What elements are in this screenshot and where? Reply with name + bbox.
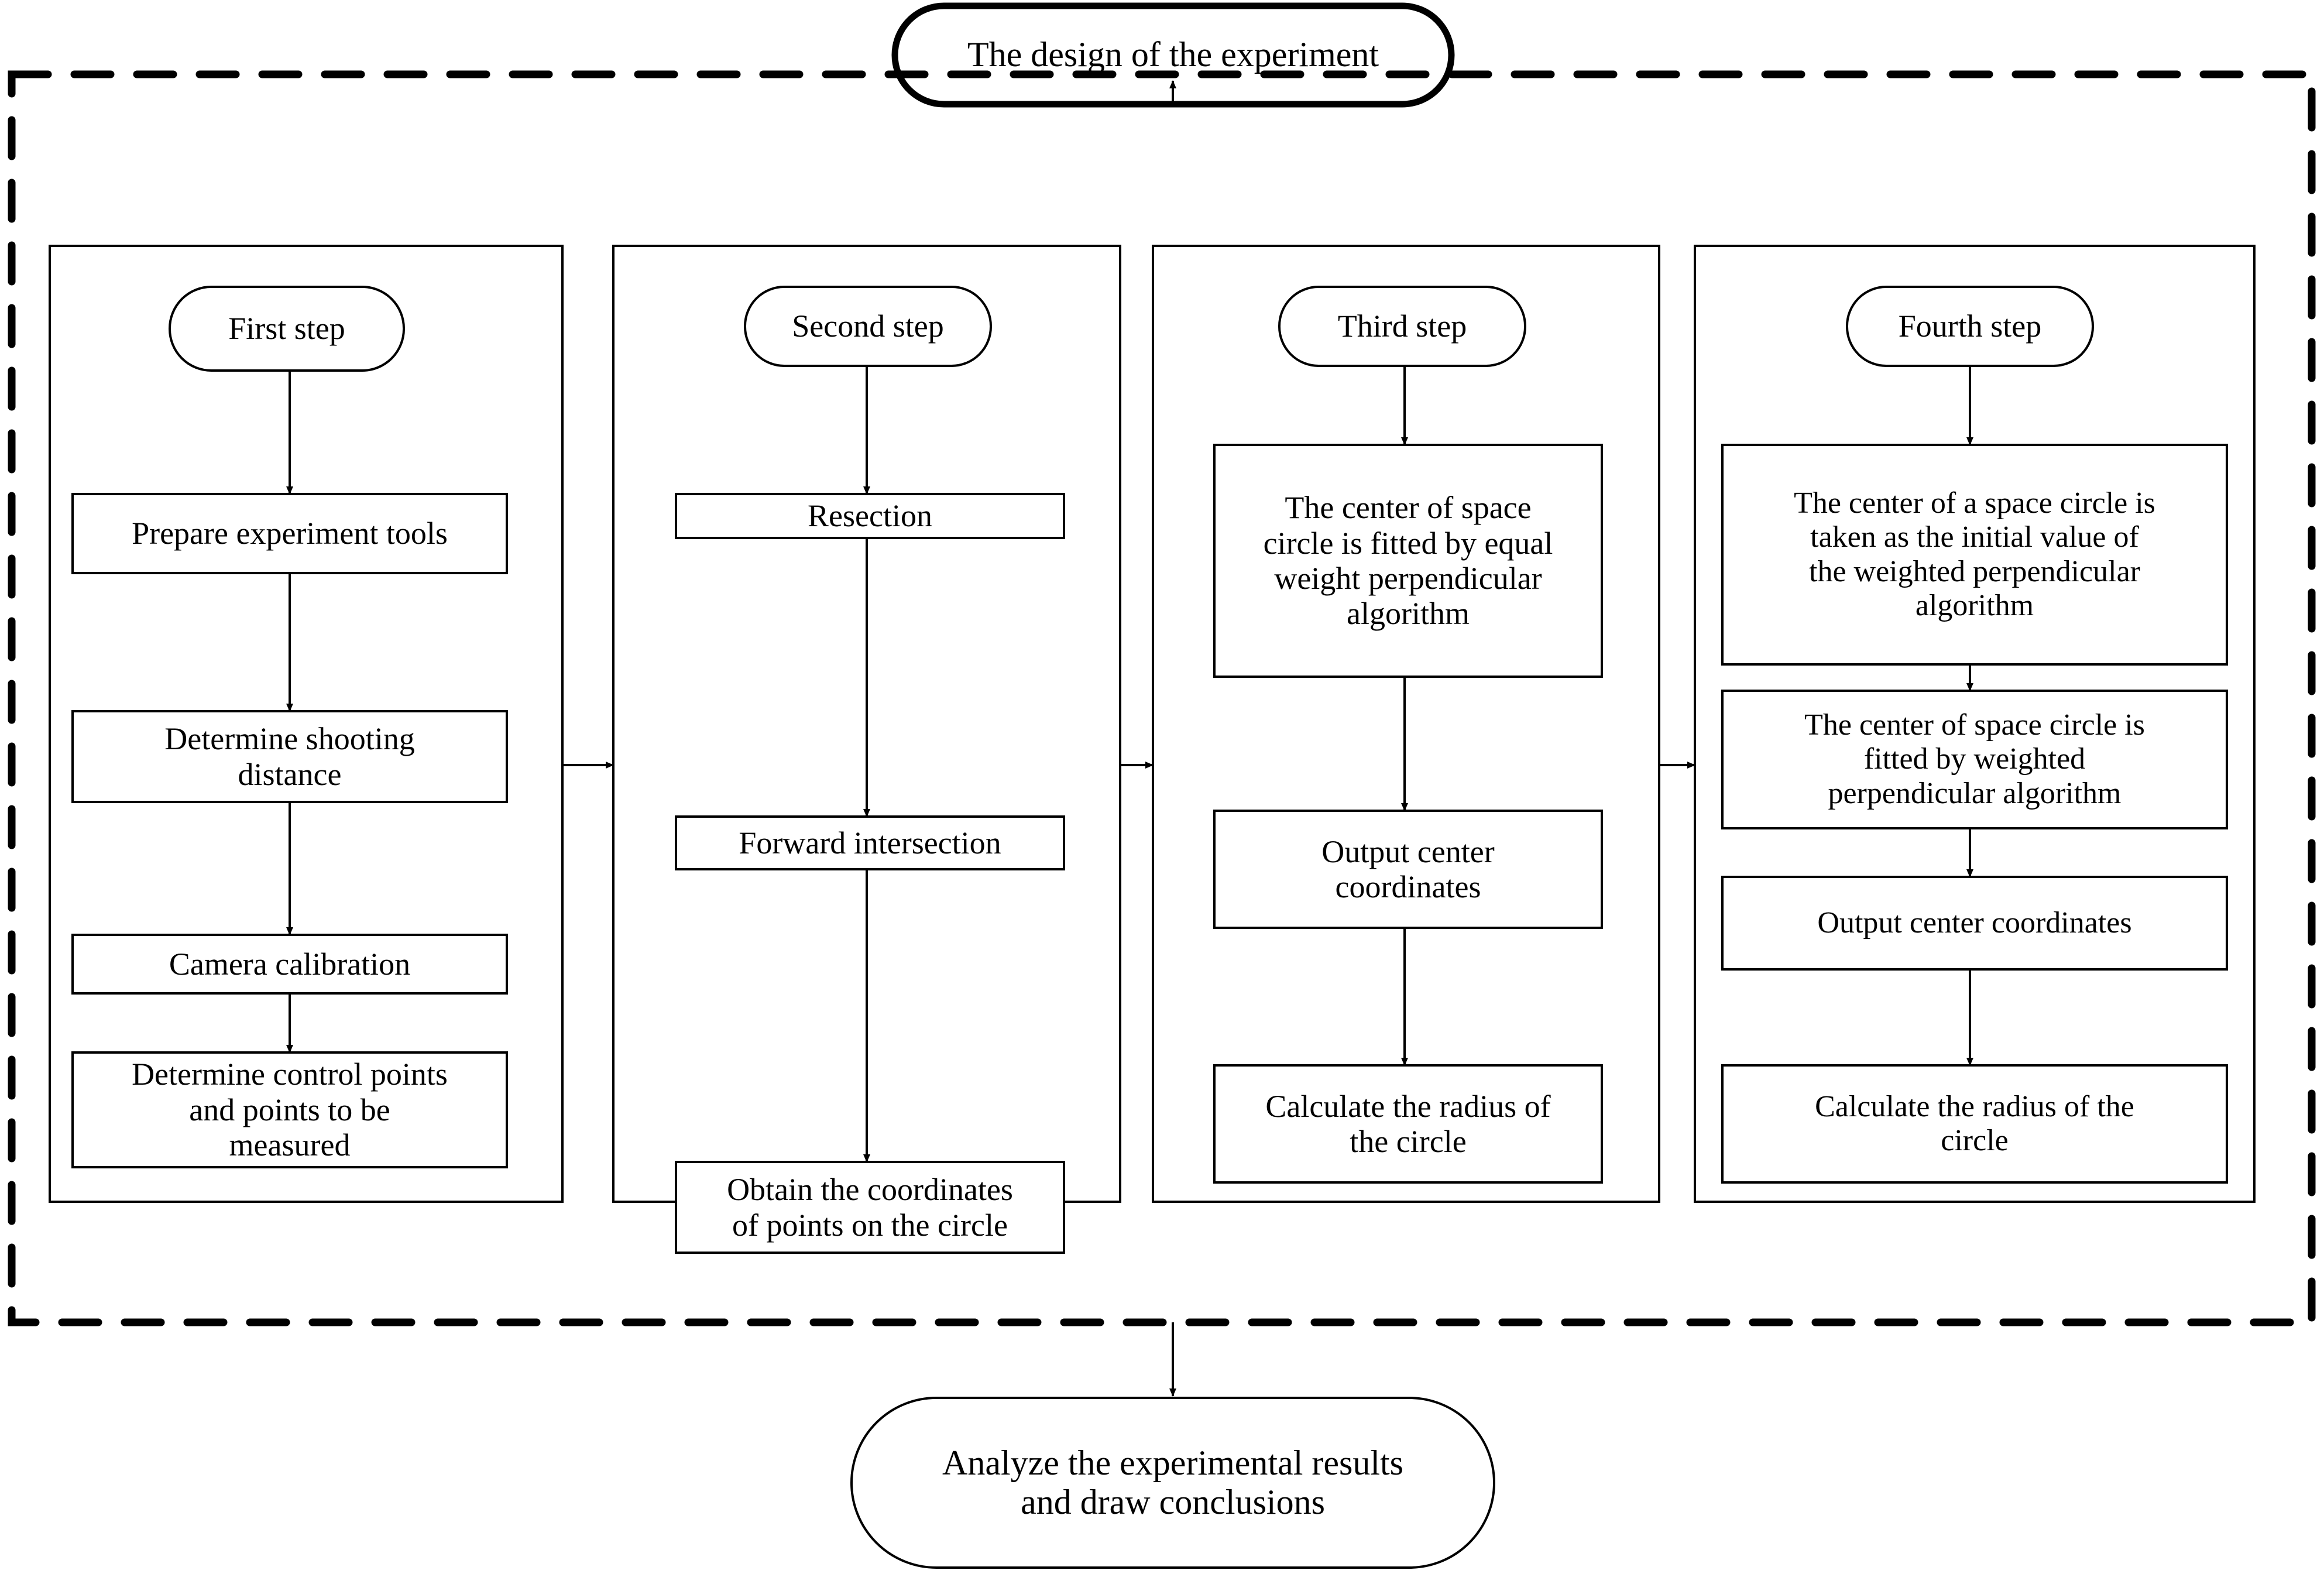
column-4-box-3	[1721, 876, 2228, 971]
column-1-box-4	[71, 1051, 508, 1168]
column-2-box-3	[675, 1161, 1065, 1254]
column-3-panel	[1152, 245, 1660, 1203]
column-4-box-2	[1721, 690, 2228, 829]
column-2-step-oval	[744, 286, 992, 367]
column-3-box-2	[1213, 810, 1603, 929]
column-4-step-oval	[1846, 286, 2094, 367]
column-1-step-oval	[169, 286, 405, 372]
column-3-box-1	[1213, 444, 1603, 678]
conclusion-terminator-shape	[850, 1397, 1495, 1569]
dashed-container-shape	[8, 70, 2316, 1326]
column-1-box-2	[71, 710, 508, 803]
column-2-box-1	[675, 493, 1065, 539]
column-1-box-1	[71, 493, 508, 574]
column-3-step-oval	[1278, 286, 1526, 367]
column-4-box-4	[1721, 1064, 2228, 1184]
column-4-box-1	[1721, 444, 2228, 666]
column-1-box-3	[71, 934, 508, 995]
column-3-box-3	[1213, 1064, 1603, 1184]
column-2-box-2	[675, 815, 1065, 870]
